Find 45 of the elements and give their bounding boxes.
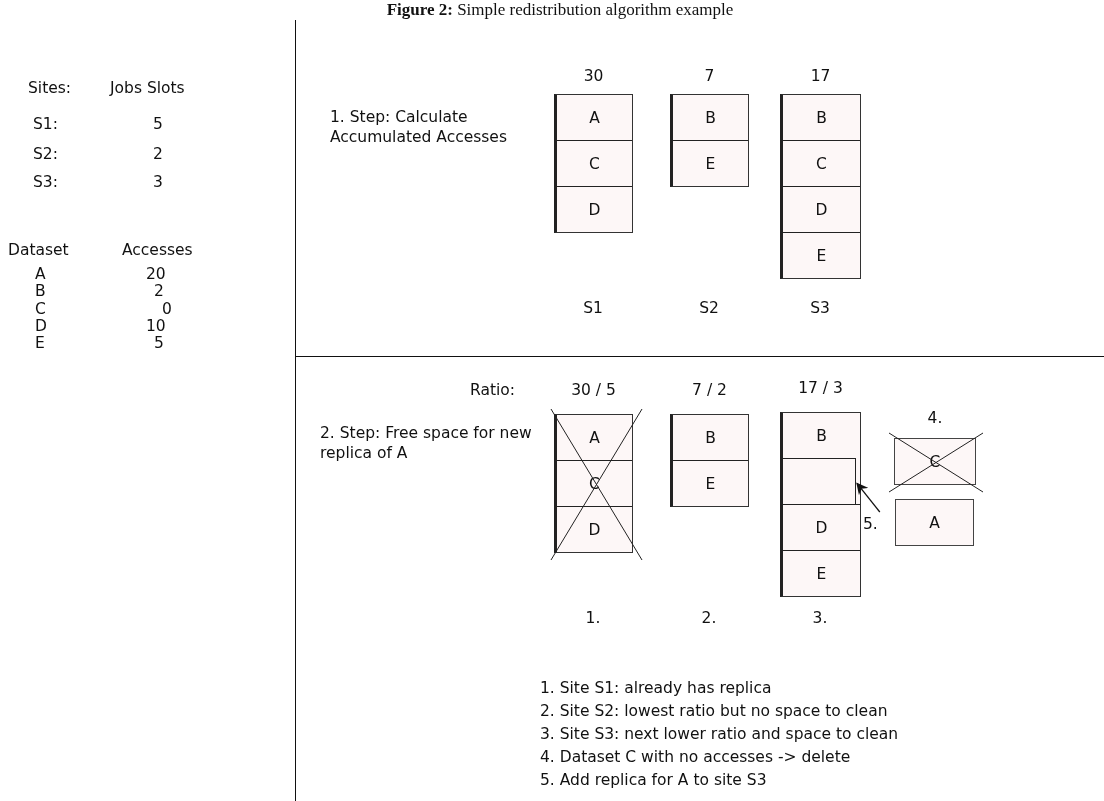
text-label: 5. Add replica for A to site S3 <box>540 770 767 790</box>
figure-title: Figure 2: Simple redistribution algorithm example <box>385 0 735 20</box>
site-label: S2 <box>699 298 719 318</box>
site-label: 2. <box>701 608 717 628</box>
site-heading: 7 <box>703 66 716 86</box>
site-label: 1. <box>585 608 601 628</box>
site-heading: 17 / 3 <box>797 378 844 398</box>
text-label: 10 <box>146 316 166 336</box>
text-label: 3. Site S3: next lower ratio and space to clean <box>540 724 899 744</box>
arrow <box>856 482 881 513</box>
site-heading: 30 <box>582 66 605 86</box>
step-number: 5. <box>863 514 878 534</box>
site-heading: 17 <box>809 66 832 86</box>
text-label: E <box>35 333 45 353</box>
text-label: 2 <box>154 281 164 301</box>
text-label: S2: <box>33 144 58 164</box>
text-label: 2 <box>153 144 163 164</box>
site-label: 3. <box>812 608 828 628</box>
text-label: 4. Dataset C with no accesses -> delete <box>540 747 851 767</box>
text-label: A <box>35 264 46 284</box>
step-number: 4. <box>926 408 944 428</box>
text-label: B <box>35 281 46 301</box>
text-label: 0 <box>162 299 172 319</box>
text-label: 2. Step: Free space for new replica of A <box>320 423 532 463</box>
text-label: S3: <box>33 172 58 192</box>
dataset-box: A <box>895 499 974 546</box>
text-label: Ratio: <box>470 380 516 400</box>
text-label: 5 <box>153 114 163 134</box>
site-label: S3 <box>810 298 830 318</box>
text-label: S1: <box>33 114 58 134</box>
text-label: 5 <box>154 333 164 353</box>
text-label: Sites: <box>28 78 72 98</box>
text-label: D <box>35 316 47 336</box>
text-label: 3 <box>153 172 163 192</box>
site-label: S1 <box>583 298 603 318</box>
text-label: 1. Step: Calculate Accumulated Accesses <box>330 107 508 147</box>
text-label: 1. Site S1: already has replica <box>540 678 772 698</box>
text-label: Dataset <box>8 240 69 260</box>
text-label: 20 <box>146 264 166 284</box>
site-heading: 7 / 2 <box>691 380 728 400</box>
text-label: Jobs Slots <box>110 78 185 98</box>
text-label: Accesses <box>122 240 193 260</box>
text-label: C <box>35 299 46 319</box>
site-heading: 30 / 5 <box>570 380 617 400</box>
text-label: 2. Site S2: lowest ratio but no space to clean <box>540 701 888 721</box>
